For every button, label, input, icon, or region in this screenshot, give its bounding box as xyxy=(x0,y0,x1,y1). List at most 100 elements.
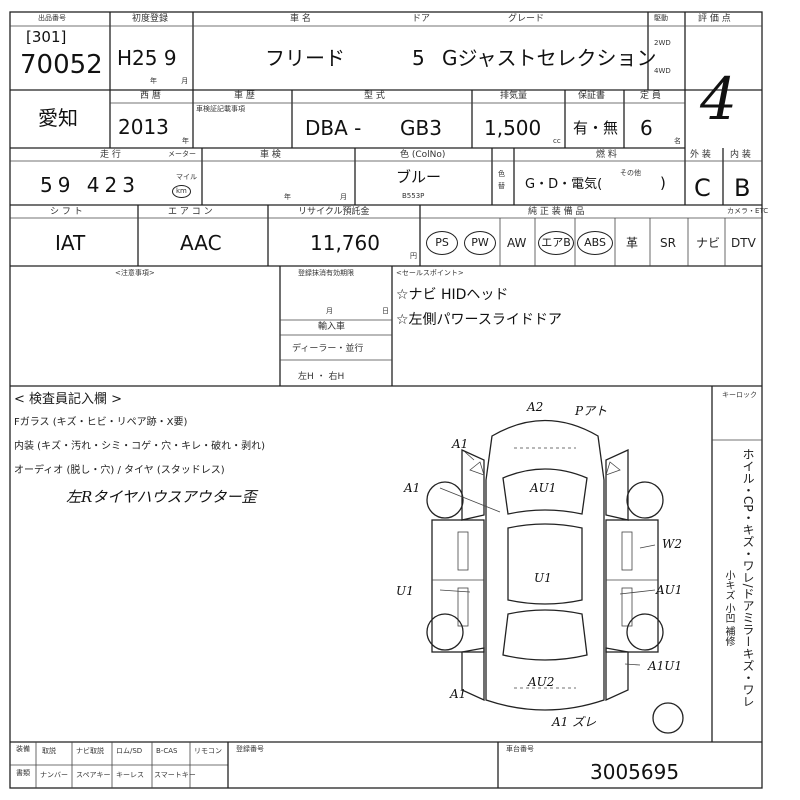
footer-navi-manual: ナビ取説 xyxy=(76,747,104,755)
handle-value: 左H ・ 右H xyxy=(298,372,345,382)
footer-rom-sd: ロム/SD xyxy=(116,747,143,755)
mark-left-a1: A1 xyxy=(404,481,421,495)
mark-front-pato: Pアト xyxy=(575,404,608,418)
equip-abs: ABS xyxy=(577,231,613,255)
drive-2wd: 2WD xyxy=(654,39,671,47)
yen-label: 円 xyxy=(410,252,417,260)
equip-ps: PS xyxy=(426,231,458,255)
reg-expiry-label: 登録抹消有効期限 xyxy=(298,269,354,277)
chassis-sub: 車検証記載事項 xyxy=(196,105,245,113)
shift-label: シ フ ト xyxy=(50,207,83,217)
model-label: 型 式 xyxy=(364,91,385,101)
record-value: 有・無 xyxy=(573,119,619,137)
location: 愛知 xyxy=(38,106,78,130)
footer-docs-label: 書類 xyxy=(16,769,30,777)
recycle-value: 11,760 xyxy=(310,231,380,255)
cc-label: cc xyxy=(553,137,561,145)
key-lock-label: キーロック xyxy=(722,391,757,399)
mark-center-u1: U1 xyxy=(534,571,552,585)
footer-bcas: B-CAS xyxy=(156,747,178,755)
equip-leather: 革 xyxy=(626,236,639,250)
grade-label: グレード xyxy=(508,14,545,24)
footer-vin-label: 車台番号 xyxy=(506,745,534,753)
fuel-other: その他 xyxy=(620,169,641,177)
capacity: 6 xyxy=(640,116,653,140)
recycle-label: リサイクル預託金 xyxy=(298,207,370,217)
year-month-label: 年 月 xyxy=(150,77,189,85)
inspection-line-audio: オーディオ (脱し・穴) / タイヤ (スタッドレス) xyxy=(14,465,225,476)
mark-front-a2: A2 xyxy=(527,400,544,414)
meter-label: メーター xyxy=(168,150,196,158)
unit-mile: マイル xyxy=(176,173,197,181)
import-value: ディーラー・並行 xyxy=(292,344,364,354)
sales-point-2: ☆左側パワースライドドア xyxy=(396,312,562,328)
color-label: 色 (ColNo) xyxy=(400,150,446,160)
reg-month: 月 xyxy=(326,307,333,315)
inspection-label: 車 検 xyxy=(260,150,281,160)
grade: Gジャストセレクション xyxy=(442,46,657,70)
sales-label: <セールスポイント> xyxy=(396,269,464,277)
inspection-year: 年 xyxy=(284,193,291,201)
footer-keyless: キーレス xyxy=(116,771,144,779)
caution-label: <注意事項> xyxy=(115,269,155,277)
exterior-label: 外 装 xyxy=(690,150,711,160)
western-year: 2013 xyxy=(118,115,169,139)
ac-value: AAC xyxy=(180,231,222,255)
first-reg-value: H25 9 xyxy=(117,46,177,70)
footer-equip-label: 装備 xyxy=(16,745,30,753)
color-code: B553P xyxy=(402,192,425,200)
door-count: 5 xyxy=(412,46,425,70)
western-year-label: 西 暦 xyxy=(140,91,161,101)
mark-right-w2: W2 xyxy=(662,537,682,551)
exterior-grade: C xyxy=(694,174,711,202)
inspection-line-interior: 内装 (キズ・汚れ・シミ・コゲ・穴・キレ・破れ・剥れ) xyxy=(14,441,265,452)
mark-roof-au1: AU1 xyxy=(530,481,557,495)
drive-label: 駆動 xyxy=(654,14,668,22)
equip-navi: ナビ xyxy=(696,236,721,250)
capacity-label: 定 員 xyxy=(640,91,661,101)
inspection-month: 月 xyxy=(340,193,347,201)
displacement-label: 排気量 xyxy=(500,91,528,101)
footer-manual: 取説 xyxy=(42,747,56,755)
drive-4wd: 4WD xyxy=(654,67,671,75)
sales-point-1: ☆ナビ HIDヘッド xyxy=(396,287,509,303)
lot-prefix: [301] xyxy=(26,28,67,46)
score-label: 評 価 点 xyxy=(698,14,731,24)
footer-number: ナンバー xyxy=(40,771,68,779)
inspection-title: < 検査員記入欄 > xyxy=(14,392,123,407)
color: ブルー xyxy=(396,168,442,186)
equip-label: 純 正 装 備 品 xyxy=(528,207,585,217)
record-label: 保証書 xyxy=(578,91,606,101)
model-code: GB3 xyxy=(400,116,442,140)
mark-rear-au2: AU2 xyxy=(528,675,555,689)
mark-right-au1: AU1 xyxy=(656,583,683,597)
mileage: 59 423 xyxy=(40,173,140,197)
chassis-label: 車 歴 xyxy=(234,91,255,101)
mark-rear-a1-zure: A1 ズレ xyxy=(552,715,597,729)
equip-pw: PW xyxy=(464,231,496,255)
inspection-line-glass: Fガラス (キズ・ヒビ・リペア跡・X要) xyxy=(14,417,188,428)
mark-front-left-a1: A1 xyxy=(452,437,469,451)
car-name-label: 車 名 xyxy=(290,14,311,24)
ac-label: エ ア コ ン xyxy=(168,207,213,217)
inspection-handwritten-note: 左Rタイヤハウスアウター歪 xyxy=(66,488,257,506)
interior-label: 内 装 xyxy=(730,150,751,160)
fuel-close: ) xyxy=(660,174,666,192)
fuel-label: 燃 料 xyxy=(596,150,617,160)
color-change-label: 色替 xyxy=(498,170,505,190)
footer-smart-key: スマートキー xyxy=(154,771,196,779)
footer-spare-key: スペアキー xyxy=(76,771,111,779)
mei-label: 名 xyxy=(674,137,681,145)
import-label: 輸入車 xyxy=(318,322,346,332)
wheel-side-text: ホイル・CP・キズ・ワレ/ドアミラーキズ・ワレ xyxy=(741,448,755,708)
lot-number: 70052 xyxy=(20,50,103,80)
fuel-values: G・D・電気( xyxy=(525,177,603,192)
displacement: 1,500 xyxy=(484,116,542,140)
nen-label: 年 xyxy=(182,137,189,145)
footer-reg-no-label: 登録番号 xyxy=(236,745,264,753)
mark-rear-right-a1u1: A1U1 xyxy=(648,659,683,673)
shift-value: IAT xyxy=(55,231,86,255)
equip-airbag: エアB xyxy=(538,231,574,255)
